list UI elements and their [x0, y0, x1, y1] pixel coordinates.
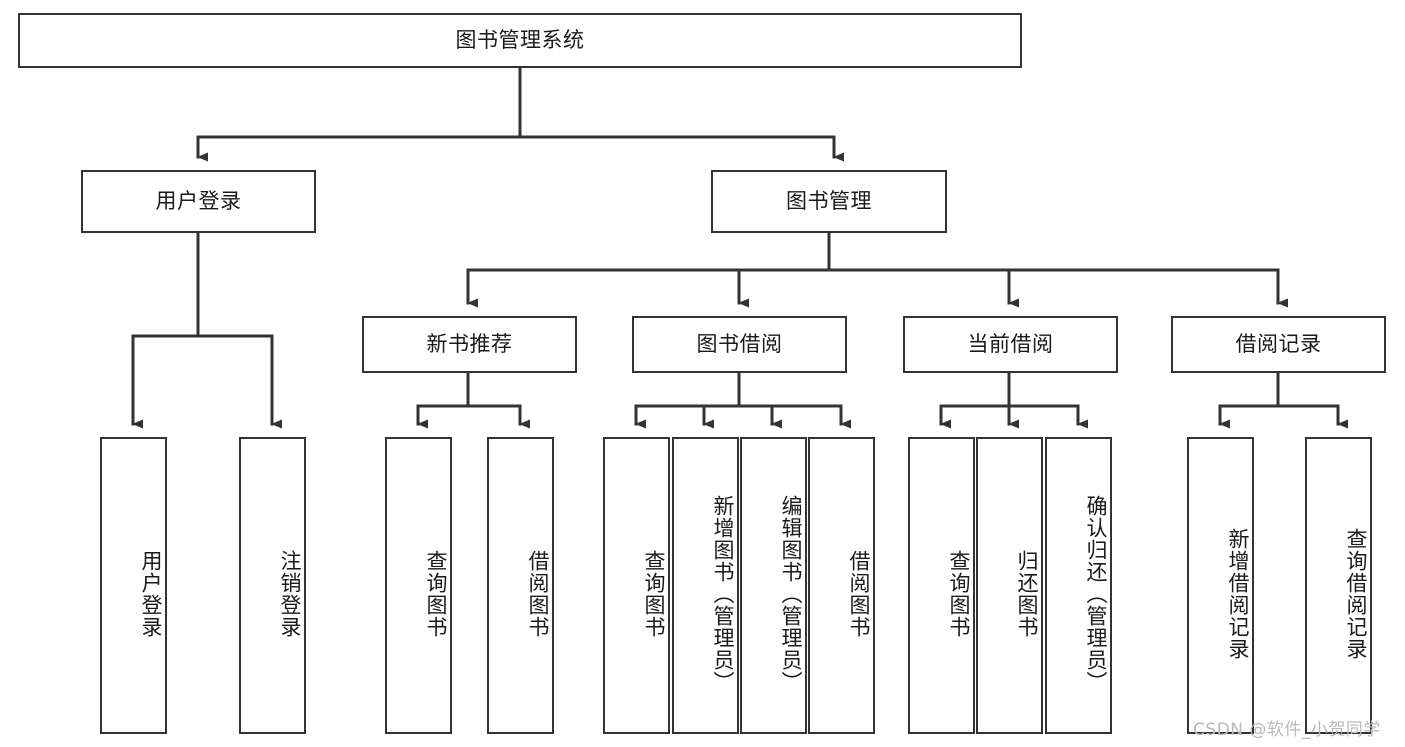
node-book-management[interactable]: 图书管理 [711, 170, 947, 233]
leaf-user-login-logout[interactable]: 注销登录 [239, 437, 306, 734]
node-label: 图书借阅 [696, 331, 783, 356]
leaf-borrow-record-query[interactable]: 查询借阅记录 [1305, 437, 1372, 734]
node-label: 图书管理 [786, 188, 872, 213]
node-label: 当前借阅 [967, 331, 1054, 356]
node-label: 用户登录 [139, 549, 163, 638]
node-current-borrow[interactable]: 当前借阅 [903, 316, 1118, 373]
node-label: 新书推荐 [426, 331, 513, 356]
node-label: 图书管理系统 [455, 27, 585, 52]
node-label: 注销登录 [278, 549, 302, 638]
leaf-new-book-borrow[interactable]: 借阅图书 [487, 437, 554, 734]
node-label: 借阅图书 [526, 549, 550, 638]
node-label: 查询图书 [424, 549, 448, 638]
leaf-book-borrow-edit-admin[interactable]: 编辑图书（管理员） [740, 437, 807, 734]
node-label: 借阅记录 [1235, 331, 1322, 356]
leaf-current-borrow-query[interactable]: 查询图书 [908, 437, 975, 734]
leaf-borrow-record-add[interactable]: 新增借阅记录 [1187, 437, 1254, 734]
node-label: 新增图书（管理员） [711, 494, 735, 693]
node-label: 查询图书 [642, 549, 666, 638]
node-borrow-record[interactable]: 借阅记录 [1171, 316, 1386, 373]
leaf-book-borrow-borrow[interactable]: 借阅图书 [808, 437, 875, 734]
leaf-current-borrow-confirm-admin[interactable]: 确认归还（管理员） [1045, 437, 1112, 734]
csdn-watermark: CSDN @软件_小贺同学 [1193, 720, 1381, 740]
node-label: 编辑图书（管理员） [779, 494, 803, 693]
node-root-book-management-system[interactable]: 图书管理系统 [18, 13, 1022, 68]
node-label: 新增借阅记录 [1226, 527, 1250, 660]
leaf-book-borrow-add-admin[interactable]: 新增图书（管理员） [672, 437, 739, 734]
node-label: 用户登录 [155, 188, 242, 213]
leaf-book-borrow-query[interactable]: 查询图书 [603, 437, 670, 734]
leaf-new-book-query[interactable]: 查询图书 [385, 437, 452, 734]
leaf-user-login-login[interactable]: 用户登录 [100, 437, 167, 734]
leaf-current-borrow-return[interactable]: 归还图书 [976, 437, 1043, 734]
node-label: 归还图书 [1015, 549, 1039, 638]
node-book-borrow[interactable]: 图书借阅 [632, 316, 847, 373]
node-label: 查询借阅记录 [1344, 527, 1368, 660]
node-new-book-recommend[interactable]: 新书推荐 [362, 316, 577, 373]
node-label: 查询图书 [947, 549, 971, 638]
node-label: 确认归还（管理员） [1084, 494, 1108, 693]
node-label: 借阅图书 [847, 549, 871, 638]
node-user-login[interactable]: 用户登录 [81, 170, 316, 233]
